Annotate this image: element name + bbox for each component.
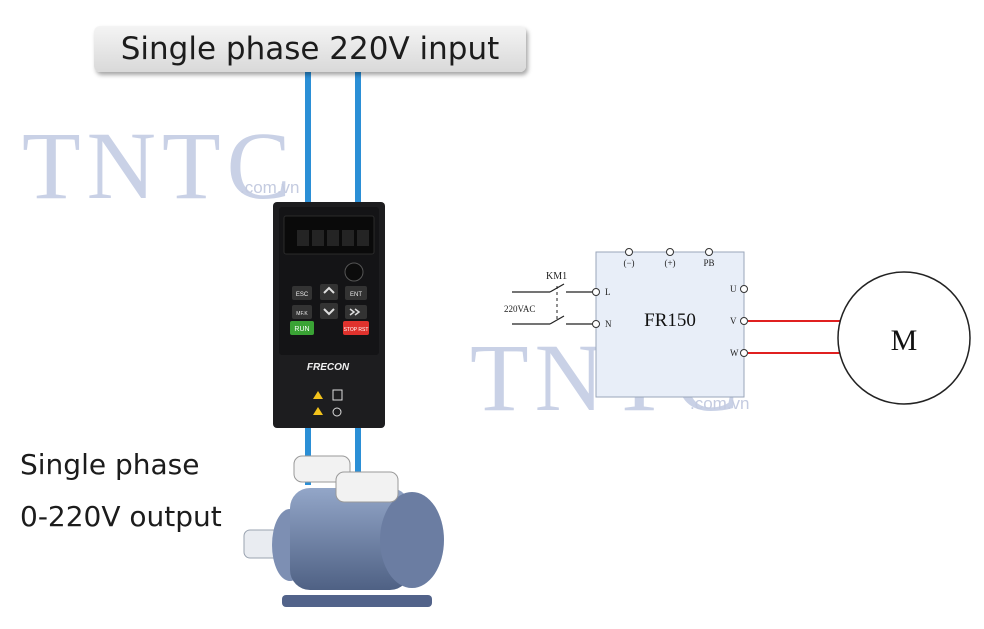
run-key-label: RUN xyxy=(294,326,309,333)
run-key xyxy=(290,321,314,335)
timer-icon xyxy=(332,407,342,417)
motor-symbol xyxy=(837,271,971,405)
terminal-u xyxy=(740,285,748,293)
terminal-u-label: U xyxy=(730,284,737,294)
terminal-v xyxy=(740,317,748,325)
motor-illustration xyxy=(243,455,444,607)
mfk-key-label: MF.K xyxy=(296,311,308,317)
terminal-v-label: V xyxy=(730,316,737,326)
terminal-n xyxy=(592,320,600,328)
stop-key-label: STOP RST xyxy=(344,327,369,333)
fr150-box xyxy=(595,251,745,398)
terminal-plus-label: (+) xyxy=(664,258,675,268)
watermark-right-sub: .com.vn xyxy=(690,394,750,413)
warning-icon xyxy=(313,391,323,399)
output-label-line1: Single phase xyxy=(20,448,200,481)
input-cables xyxy=(305,72,361,214)
watermark-left: TNTC xyxy=(22,112,297,219)
potentiometer-knob xyxy=(344,262,364,282)
terminal-w-label: W xyxy=(730,348,739,358)
shift-icon xyxy=(349,308,361,316)
supply-label: 220VAC xyxy=(504,304,535,314)
terminal-n-label: N xyxy=(605,319,612,329)
up-arrow-icon xyxy=(323,286,335,294)
terminal-minus-label: (−) xyxy=(623,258,634,268)
ent-key-label: ENT xyxy=(350,292,362,298)
inverter-device: ESC ENT MF.K RUN STOP RST FRECON xyxy=(273,202,385,428)
watermark-left-sub: .com.vn xyxy=(240,178,300,197)
output-label-line2: 0-220V output xyxy=(20,500,222,533)
stop-key xyxy=(343,321,369,335)
warning-icon xyxy=(313,407,323,415)
terminal-l xyxy=(592,288,600,296)
led-display xyxy=(297,230,369,246)
model-label: FR150 xyxy=(644,310,696,331)
output-cables xyxy=(305,425,361,485)
input-label: Single phase 220V input xyxy=(94,26,526,72)
info-icon xyxy=(332,389,343,401)
terminal-minus xyxy=(625,248,633,256)
brand-logo: FRECON xyxy=(307,362,350,373)
terminal-pb xyxy=(705,248,713,256)
motor-label: M xyxy=(891,324,918,357)
terminal-pb-label: PB xyxy=(703,258,714,268)
terminal-l-label: L xyxy=(605,287,611,297)
schematic: KM1 220VAC FR150 (−) (+) PB L N U V W M xyxy=(504,248,971,405)
esc-key-label: ESC xyxy=(296,292,309,298)
terminal-w xyxy=(740,349,748,357)
terminal-plus xyxy=(666,248,674,256)
contactor-label: KM1 xyxy=(546,271,567,282)
down-arrow-icon xyxy=(323,308,335,316)
